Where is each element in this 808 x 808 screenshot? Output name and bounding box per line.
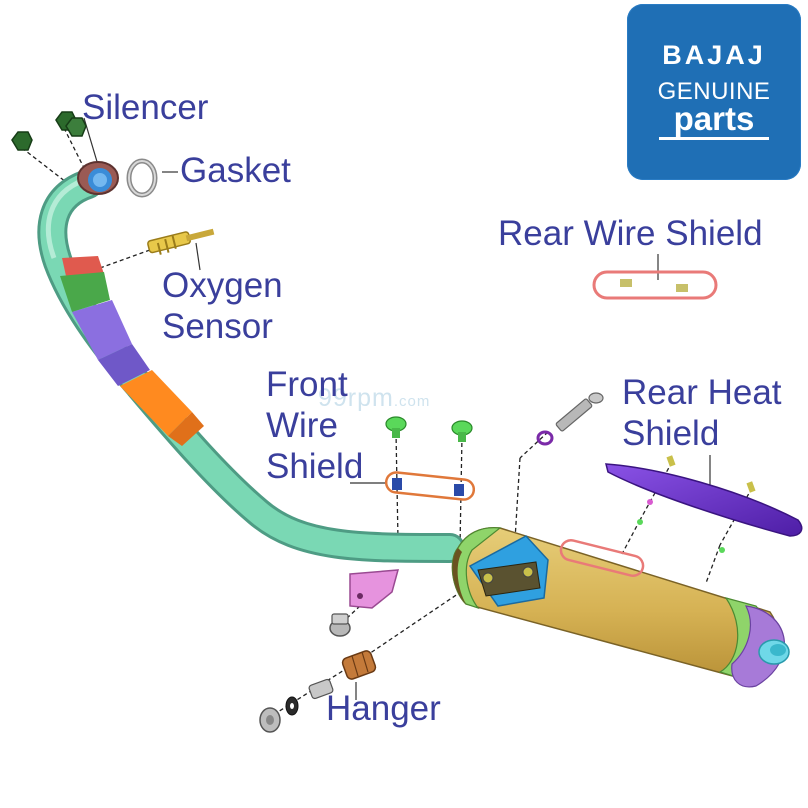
logo-parts: parts xyxy=(673,100,755,137)
flange-nuts xyxy=(11,111,87,151)
pipe-sections xyxy=(60,256,204,446)
oxygen-sensor-label-line2: Sensor xyxy=(162,307,273,346)
gasket-label: Gasket xyxy=(180,151,291,190)
hanger-part xyxy=(259,650,377,733)
logo-underline xyxy=(659,137,769,140)
bajaj-genuine-parts-logo: BAJAJ GENUINE parts xyxy=(627,4,801,180)
silencer-flange xyxy=(77,161,119,195)
hanger-label: Hanger xyxy=(326,689,441,728)
pipe-bracket xyxy=(349,569,400,609)
muffler-mount-plate xyxy=(468,535,549,607)
muffler-top-bolt xyxy=(536,392,604,446)
rear-heat-shield-label-line1: Rear Heat xyxy=(622,373,782,412)
site-watermark: 99rpm.com xyxy=(318,384,430,413)
front-wire-shield-label-line1: Front xyxy=(266,365,348,404)
front-wire-shield-label-line2: Wire xyxy=(266,406,338,445)
front-wire-shield-part xyxy=(384,471,476,501)
front-wire-shield-screws xyxy=(385,416,473,442)
rear-heat-shield-part xyxy=(605,463,803,537)
oxygen-sensor-part xyxy=(147,228,215,255)
logo-brand: BAJAJ xyxy=(662,40,766,70)
rear-wire-shield-label: Rear Wire Shield xyxy=(498,214,763,253)
rear-heat-shield-label-line2: Shield xyxy=(622,414,720,453)
watermark-main: 99rpm xyxy=(318,384,394,412)
muffler-shield-ring xyxy=(559,539,645,577)
watermark-domain: .com xyxy=(393,393,431,410)
logo-genuine: GENUINE xyxy=(657,78,771,105)
silencer-label: Silencer xyxy=(82,88,209,127)
front-wire-shield-label-line3: Shield xyxy=(266,447,364,486)
rear-wire-shield-part xyxy=(592,270,718,300)
gasket-part xyxy=(126,158,158,198)
rear-heat-shield-bolts xyxy=(637,455,756,553)
oxygen-sensor-label-line1: Oxygen xyxy=(162,266,283,305)
rubber-mount xyxy=(329,613,351,637)
